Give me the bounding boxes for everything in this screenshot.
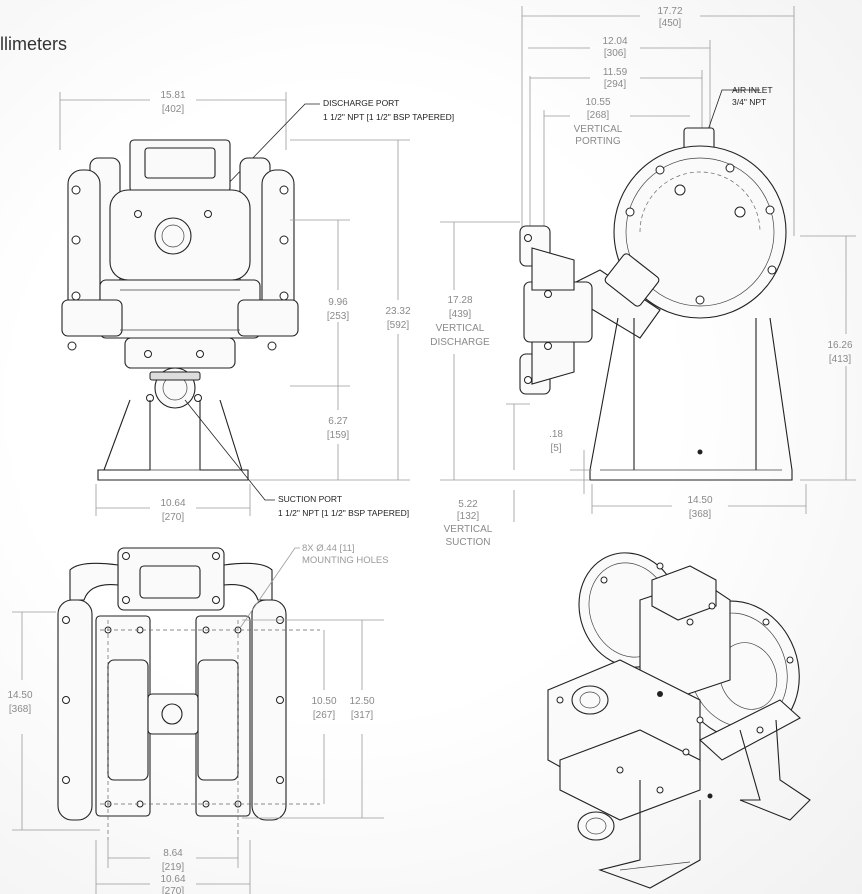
vertical-suction-label2: SUCTION — [446, 537, 491, 548]
foot-offset-mm: [5] — [550, 443, 561, 454]
foot-offset-inch: .18 — [549, 429, 563, 440]
front-width-top-mm: [402] — [162, 104, 184, 115]
top-width-inner-mm: [219] — [162, 862, 184, 873]
vertical-discharge-label2: DISCHARGE — [430, 337, 490, 348]
mounting-holes-label: MOUNTING HOLES — [302, 555, 389, 566]
front-width-bottom-inch: 10.64 — [160, 498, 185, 509]
side-width-b-inch: 11.59 — [603, 67, 628, 78]
top-width-inner-inch: 8.64 — [163, 848, 183, 859]
front-bolts — [67, 185, 289, 402]
top-view: 8X Ø.44 [11] MOUNTING HOLES 14.50 [368] … — [7, 543, 389, 894]
units-heading: llimeters — [0, 34, 68, 54]
top-depth-inch: 14.50 — [7, 690, 32, 701]
front-width-top-inch: 15.81 — [160, 90, 185, 101]
vertical-discharge-inch: 17.28 — [447, 295, 472, 306]
hole-spacing-outer-mm: [317] — [351, 710, 373, 721]
side-width-total-inch: 17.72 — [657, 6, 682, 17]
side-width-a-inch: 12.04 — [602, 36, 627, 47]
isometric-view — [547, 552, 811, 889]
vertical-suction-label1: VERTICAL — [444, 524, 493, 535]
air-inlet-label: AIR INLET — [732, 85, 773, 95]
hole-spacing-inner-mm: [267] — [313, 710, 335, 721]
vertical-discharge-label1: VERTICAL — [436, 323, 485, 334]
front-height-low-inch: 6.27 — [328, 416, 348, 427]
side-width-b-mm: [294] — [604, 79, 626, 90]
front-height-mid-mm: [253] — [327, 311, 349, 322]
vertical-porting-label1: VERTICAL — [574, 124, 623, 135]
vertical-discharge-mm: [439] — [449, 309, 471, 320]
side-width-a-mm: [306] — [604, 48, 626, 59]
hole-spacing-inner-inch: 10.50 — [311, 696, 336, 707]
front-view: 15.81 [402] DISCHARGE PORT 1 1/2" NPT [1… — [59, 90, 454, 523]
vertical-porting-mm: [268] — [587, 110, 609, 121]
air-inlet-spec: 3/4" NPT — [732, 97, 766, 107]
top-depth-mm: [368] — [9, 704, 31, 715]
side-base-width-inch: 14.50 — [687, 495, 712, 506]
hole-spacing-outer-inch: 12.50 — [349, 696, 374, 707]
vertical-suction-inch: 5.22 — [458, 499, 478, 510]
vertical-porting-label2: PORTING — [575, 136, 621, 147]
suction-port-spec: 1 1/2" NPT [1 1/2" BSP TAPERED] — [278, 508, 409, 518]
discharge-port-label: DISCHARGE PORT — [323, 98, 399, 108]
front-height-low-mm: [159] — [327, 430, 349, 441]
side-width-total-mm: [450] — [659, 18, 681, 29]
vertical-suction-mm: [132] — [457, 511, 479, 522]
top-width-outer-mm: [270] — [162, 886, 184, 894]
mounting-holes-count: 8X Ø.44 [11] — [302, 543, 355, 554]
top-width-outer-inch: 10.64 — [160, 874, 185, 885]
front-width-bottom-mm: [270] — [162, 512, 184, 523]
vertical-porting-inch: 10.55 — [585, 97, 610, 108]
front-height-mid-inch: 9.96 — [328, 297, 348, 308]
front-height-total-inch: 23.32 — [385, 306, 410, 317]
side-view: 17.72 [450] 12.04 [306] 11.59 [294] 10.5… — [430, 6, 856, 548]
iso-bolts — [556, 562, 794, 799]
side-height-right-mm: [413] — [829, 354, 851, 365]
suction-port-label: SUCTION PORT — [278, 494, 342, 504]
side-base-width-mm: [368] — [689, 509, 711, 520]
front-height-total-mm: [592] — [387, 320, 409, 331]
side-height-right-inch: 16.26 — [827, 340, 852, 351]
discharge-port-spec: 1 1/2" NPT [1 1/2" BSP TAPERED] — [323, 112, 454, 122]
